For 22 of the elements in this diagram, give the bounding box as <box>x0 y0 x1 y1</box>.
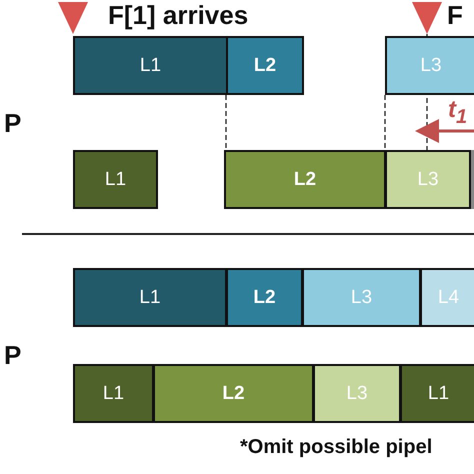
segment-block: L3 <box>385 150 471 209</box>
segment-block: L3 <box>302 268 421 327</box>
segment-block: L4 <box>420 268 474 327</box>
segment-block: L2 <box>226 268 303 327</box>
dashed-connector <box>384 95 386 150</box>
segment-block: L3 <box>385 36 474 95</box>
segment-block: L1 <box>73 150 158 209</box>
segment-block: L1 <box>73 36 228 95</box>
dashed-connector <box>225 95 227 150</box>
row-label: P <box>4 340 22 371</box>
segment-block: L1 <box>73 268 227 327</box>
event-label: F[1] arrives <box>108 0 248 31</box>
segment-block: L3 <box>313 364 401 423</box>
segment-block: L1 <box>400 364 474 423</box>
row-label: P <box>4 108 22 139</box>
footnote: *Omit possible pipel <box>240 436 432 459</box>
event-label: F <box>447 0 463 31</box>
segment-block: L2 <box>153 364 314 423</box>
segment-block: L1 <box>73 364 154 423</box>
time-label: t$_{1}$ <box>448 96 468 129</box>
segment-block: L2 <box>224 150 386 209</box>
segment-block: L2 <box>226 36 304 95</box>
